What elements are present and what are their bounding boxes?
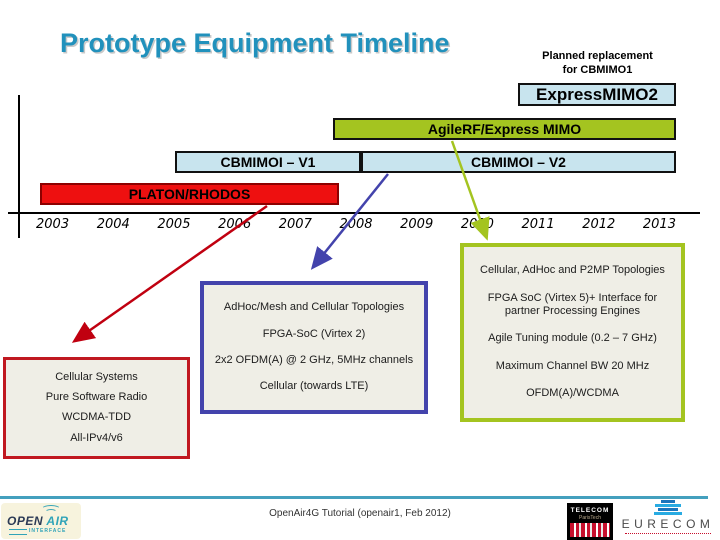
year-axis-labels: 2003 2004 2005 2006 2007 2008 2009 2010 … bbox=[36, 217, 676, 232]
logo-lines-decoration bbox=[9, 529, 27, 535]
year-label: 2013 bbox=[642, 217, 676, 232]
page-title: Prototype Equipment Timeline bbox=[60, 28, 450, 58]
footer-caption: OpenAir4G Tutorial (openair1, Feb 2012) bbox=[269, 508, 451, 519]
detail-item: Cellular Systems bbox=[55, 370, 138, 383]
year-label: 2007 bbox=[278, 217, 312, 232]
antenna-wave-icon bbox=[45, 509, 57, 515]
openair-logo-text: OPEN AIR bbox=[7, 514, 69, 528]
year-label: 2012 bbox=[582, 217, 616, 232]
eurecom-bars-icon bbox=[654, 512, 682, 515]
planned-replacement-note: Planned replacement for CBMIMO1 bbox=[542, 50, 653, 76]
detail-item: All-IPv4/v6 bbox=[70, 431, 123, 444]
bar-platon-rhodos: PLATON/RHODOS bbox=[40, 183, 339, 205]
eurecom-logo-subtext bbox=[625, 532, 711, 534]
bar-agilerf-express-mimo: AgileRF/Express MIMO bbox=[333, 118, 676, 140]
antenna-wave-icon bbox=[41, 505, 61, 514]
detail-item: 2x2 OFDM(A) @ 2 GHz, 5MHz channels bbox=[214, 353, 414, 366]
detail-item: Agile Tuning module (0.2 – 7 GHz) bbox=[488, 332, 657, 345]
eurecom-logo: EURECOM bbox=[618, 499, 718, 539]
openair-logo-subtext: INTERFACE bbox=[29, 528, 67, 534]
telecom-logo-artwork bbox=[570, 523, 610, 537]
year-label: 2005 bbox=[157, 217, 191, 232]
bar-cbmimoi-v2: CBMIMOI – V2 bbox=[361, 151, 676, 173]
detail-item: WCDMA-TDD bbox=[61, 411, 132, 424]
year-label: 2003 bbox=[36, 217, 70, 232]
year-label: 2011 bbox=[521, 217, 555, 232]
detail-item: FPGA SoC (Virtex 5)+ Interface for partn… bbox=[487, 291, 658, 318]
cbmimoi-details-box: AdHoc/Mesh and Cellular Topologies FPGA-… bbox=[200, 281, 428, 414]
year-label: 2008 bbox=[339, 217, 373, 232]
footer-divider bbox=[0, 496, 708, 499]
eurecom-bars-icon bbox=[658, 508, 678, 511]
timeline-axis bbox=[8, 212, 700, 214]
year-label: 2006 bbox=[218, 217, 252, 232]
year-label: 2010 bbox=[460, 217, 494, 232]
detail-item: Pure Software Radio bbox=[45, 390, 148, 403]
detail-item: AdHoc/Mesh and Cellular Topologies bbox=[223, 301, 405, 314]
eurecom-bars-icon bbox=[655, 504, 681, 507]
detail-item: Cellular (towards LTE) bbox=[259, 379, 369, 392]
platon-details-box: Cellular Systems Pure Software Radio WCD… bbox=[3, 357, 190, 459]
year-label: 2009 bbox=[400, 217, 434, 232]
timeline-axis-origin bbox=[18, 95, 20, 238]
bar-expressmimo2: ExpressMIMO2 bbox=[518, 83, 676, 106]
bar-cbmimoi-v1: CBMIMOI – V1 bbox=[175, 151, 361, 173]
detail-item: FPGA-SoC (Virtex 2) bbox=[262, 327, 366, 340]
year-label: 2004 bbox=[96, 217, 130, 232]
expressmimo-details-box: Cellular, AdHoc and P2MP Topologies FPGA… bbox=[460, 243, 685, 422]
detail-item: Cellular, AdHoc and P2MP Topologies bbox=[480, 264, 665, 277]
openairinterface-logo: OPEN AIR INTERFACE bbox=[1, 503, 81, 539]
telecom-paristech-logo: TELECOM ParisTech bbox=[567, 503, 613, 540]
detail-item: Maximum Channel BW 20 MHz bbox=[495, 359, 650, 372]
detail-item: OFDM(A)/WCDMA bbox=[526, 386, 619, 399]
eurecom-bars-icon bbox=[661, 500, 675, 503]
